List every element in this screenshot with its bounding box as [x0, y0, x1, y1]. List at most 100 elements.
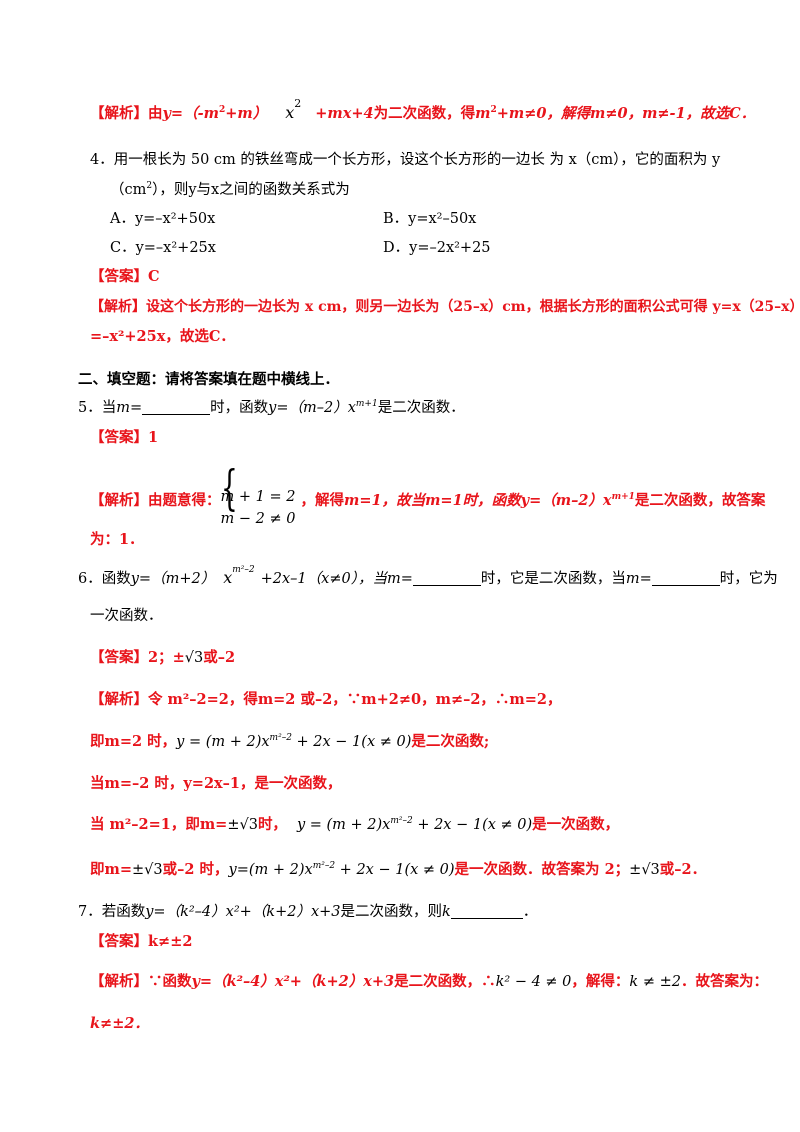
text: 即m= [90, 861, 132, 878]
exponent: m²–2 [232, 565, 255, 575]
formula-x: x [285, 103, 295, 122]
text: 是二次函数，故答案 [634, 492, 766, 509]
text: ，解得 [300, 492, 345, 509]
text: 若函数 [101, 904, 146, 920]
text: 是二次函数，∴ [394, 973, 496, 990]
formula: -m [197, 105, 219, 122]
q4-option-b: B．y=x²–50x [383, 211, 477, 227]
q4-stem-line1: 4．用一根长为 50 cm 的铁丝弯成一个长方形，设这个长方形的一边长 为 x（… [90, 150, 720, 170]
equation-row: m + 1 = 2 [220, 489, 296, 505]
period: ． [522, 904, 538, 920]
text: 是二次函数，则 [340, 904, 443, 920]
formula: m= [625, 571, 652, 587]
question-number: 4． [90, 152, 114, 168]
formula: +mx+4 [315, 105, 374, 122]
q6-solution-line5: 即m=±√3或–2 时，y=(m + 2)xm²–2 + 2x − 1(x ≠ … [90, 860, 706, 880]
text: 时，它为 [719, 571, 778, 587]
q6-solution-line2: 即m=2 时，y = (m + 2)xm²–2 + 2x − 1(x ≠ 0)是… [90, 732, 489, 752]
answer-blank[interactable] [142, 399, 211, 415]
exponent: m²–2 [390, 816, 413, 826]
equation-rows: m + 1 = 2 m − 2 ≠ 0 [221, 486, 301, 530]
q7-solution-line1: 【解析】∵函数y=（k²–4）x²+（k+2）x+3是二次函数，∴k² − 4 … [90, 972, 768, 992]
text: 为二次函数，得 [373, 105, 476, 122]
formula: y = (m + 2)x [176, 734, 270, 750]
answer-blank-2[interactable] [651, 570, 720, 586]
q7-stem: 7．若函数y=（k²–4）x²+（k+2）x+3是二次函数，则k ． [78, 902, 537, 922]
text: ，解得： [571, 973, 630, 990]
formula: y=（m+2） [130, 571, 216, 587]
formula-x: x [223, 568, 233, 587]
section-title: 二、填空题：请将答案填在题中横线上． [78, 371, 339, 388]
formula: m= [386, 571, 413, 587]
text: ），则y与x之间的函数关系式为 [152, 182, 350, 198]
text: 时， [257, 816, 287, 833]
q6-solution-line1: 【解析】令 m²–2=2，得m=2 或–2，∵m+2≠0，m≠–2，∴m=2， [90, 691, 562, 708]
formula: m≠0，m≠-1，故选C． [589, 105, 756, 122]
q4-option-d: D．y=–2x²+25 [383, 240, 491, 256]
answer-blank[interactable] [450, 903, 523, 919]
exponent: 2 [294, 97, 302, 110]
formula: y=（m–2）x [268, 400, 356, 416]
q6-solution-line3: 当m=–2 时，y=2x–1，是一次函数， [90, 775, 342, 792]
text: （cm [110, 182, 147, 198]
answer-blank-1[interactable] [412, 570, 481, 586]
question-number: 5． [78, 400, 102, 416]
q4-option-c: C．y=–x²+25x [110, 240, 216, 256]
brace-icon: { [220, 460, 238, 516]
formula: m [475, 105, 491, 122]
question-number: 7． [78, 904, 102, 920]
answer-text: 或–2 [203, 649, 236, 666]
equation-row: m − 2 ≠ 0 [220, 511, 296, 527]
exponent: 2 [218, 105, 226, 115]
q5-stem: 5．当m=时，函数y=（m–2）xm+1是二次函数． [78, 398, 465, 418]
formula: y=（k²–4）x²+（k+2）x+3 [191, 973, 395, 990]
formula: k ≠ ±2 [629, 974, 681, 990]
text: 时，它是二次函数，当 [480, 571, 626, 587]
exponent: 2 [146, 181, 153, 191]
q4-solution-line1: 【解析】设这个长方形的一边长为 x cm，则另一边长为（25–x）cm，根据长方… [90, 299, 800, 315]
exponent: m²–2 [269, 733, 292, 743]
formula: +2x–1（x≠0），当 [260, 571, 387, 587]
formula-y: y=（ [162, 105, 198, 122]
exponent: m+1 [611, 492, 635, 502]
q6-solution-line4: 当 m²–2=1，即m=±√3时，y = (m + 2)xm²–2 + 2x −… [90, 815, 619, 835]
q7-solution-line2: k≠±2． [90, 1015, 149, 1032]
text: 【解析】∵函数 [90, 973, 192, 990]
q4-answer: 【答案】C [90, 268, 160, 285]
text: 是二次函数． [377, 400, 465, 416]
formula: +m≠0，解得 [496, 105, 590, 122]
formula: m=1，故当m=1时，函数y=（m–2）x [344, 492, 612, 509]
formula: k [442, 904, 451, 920]
exponent: m+1 [355, 399, 378, 409]
text: ．故答案为： [680, 973, 768, 990]
sqrt: ±√3 [132, 862, 163, 878]
text: 函数 [101, 571, 131, 587]
formula: k² − 4 ≠ 0 [495, 974, 572, 990]
text: 是一次函数， [532, 816, 620, 833]
q4-option-a: A．y=–x²+50x [110, 211, 216, 227]
sqrt: √3 [184, 650, 204, 666]
text: 是二次函数; [411, 733, 490, 750]
sqrt: ±√3 [629, 862, 660, 878]
q4-stem-line2: （cm2），则y与x之间的函数关系式为 [110, 180, 350, 200]
sqrt: ±√3 [227, 817, 258, 833]
text: 或–2． [659, 861, 707, 878]
q4-solution-line2: =–x²+25x，故选C． [90, 328, 235, 345]
q3-solution-line: 【解析】由y=（-m2+m）x2+mx+4为二次函数，得m2+m≠0，解得m≠0… [90, 98, 756, 124]
formula: y=（k²–4）x²+（k+2）x+3 [145, 904, 341, 920]
text: 即m=2 时， [90, 733, 177, 750]
equation-system: {m + 1 = 2 m − 2 ≠ 0 [220, 460, 301, 527]
exponent: 2 [490, 105, 497, 115]
text: 当 m²–2=1，即m= [90, 816, 228, 833]
formula: + 2x − 1(x ≠ 0) [335, 862, 455, 878]
q6-answer: 【答案】2；±√3或–2 [90, 648, 235, 668]
text: 由 [148, 105, 163, 122]
formula: m= [116, 400, 143, 416]
question-text: 用一根长为 50 cm 的铁丝弯成一个长方形，设这个长方形的一边长 为 x（cm… [113, 152, 721, 168]
q6-stem-line2: 一次函数． [90, 608, 163, 624]
text: 时，函数 [210, 400, 269, 416]
formula: y=(m + 2)x [228, 862, 313, 878]
exponent: m²–2 [312, 861, 336, 871]
